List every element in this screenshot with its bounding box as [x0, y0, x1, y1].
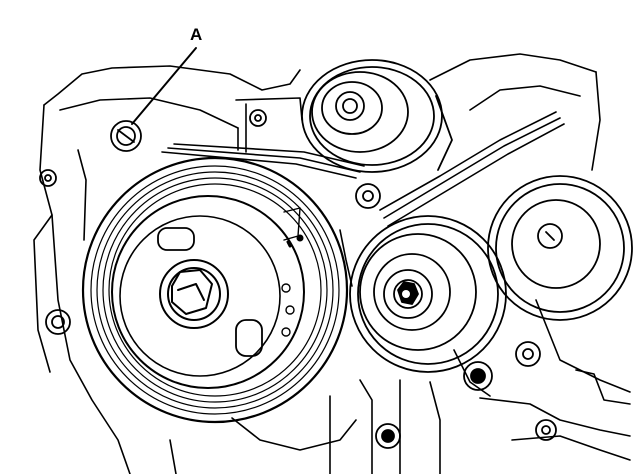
bolt-upper-left — [110, 120, 142, 152]
bolt-bottom-right — [535, 419, 557, 441]
bolt-lower-left — [45, 309, 71, 335]
bolt-right-lower — [515, 341, 541, 367]
crankshaft-bolt — [159, 259, 229, 329]
bolt-top-center — [249, 109, 267, 127]
bolt-lower-right — [463, 361, 493, 391]
engine-block-outline — [33, 53, 631, 474]
crankshaft-pulley — [81, 156, 349, 424]
accessory-pulley — [487, 175, 633, 321]
mounting-bolts — [39, 109, 557, 449]
callout-a-leader — [131, 47, 197, 125]
tensioner-pulley — [349, 215, 507, 373]
bolt-left-edge — [39, 169, 57, 187]
upper-idler-pulley — [301, 59, 453, 173]
callout-label-a: A — [190, 25, 203, 44]
bolt-belt-center — [355, 183, 381, 209]
bolt-bottom-center — [375, 423, 401, 449]
drive-belt — [161, 111, 565, 287]
